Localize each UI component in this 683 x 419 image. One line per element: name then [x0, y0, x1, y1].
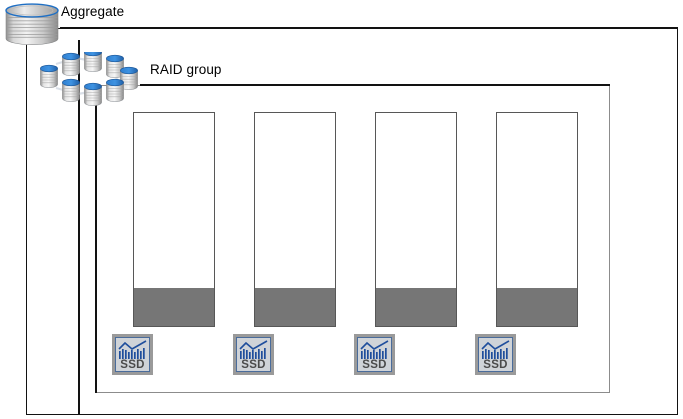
ssd-icon-face: SSD [478, 337, 513, 372]
aggregate-connector-horizontal [60, 27, 678, 29]
aggregate-label: Aggregate [61, 4, 125, 19]
disk-capacity-column [496, 112, 578, 327]
ssd-label: SSD [483, 359, 508, 371]
ssd-icon-face: SSD [115, 337, 150, 372]
ssd-label: SSD [362, 359, 387, 371]
ssd-label: SSD [120, 359, 145, 371]
disk-used-fill [497, 287, 577, 326]
raid-group-connector-horizontal [140, 84, 610, 86]
disk-capacity-column [254, 112, 336, 327]
ssd-icon: SSD [475, 334, 516, 375]
aggregate-connector-vertical [78, 40, 80, 415]
disk-capacity-column [133, 112, 215, 327]
database-cylinder-icon [4, 2, 60, 46]
disk-used-fill [376, 287, 456, 326]
disk-cluster-icon [36, 48, 148, 108]
raid-group-label: RAID group [150, 62, 222, 77]
ssd-icon: SSD [112, 334, 153, 375]
raid-group-connector-vertical [95, 84, 97, 393]
ssd-icon-face: SSD [357, 337, 392, 372]
disk-used-fill [255, 287, 335, 326]
disk-capacity-column [375, 112, 457, 327]
disk-used-fill [134, 287, 214, 326]
ssd-icon: SSD [233, 334, 274, 375]
ssd-icon-face: SSD [236, 337, 271, 372]
ssd-icon: SSD [354, 334, 395, 375]
ssd-label: SSD [241, 359, 266, 371]
